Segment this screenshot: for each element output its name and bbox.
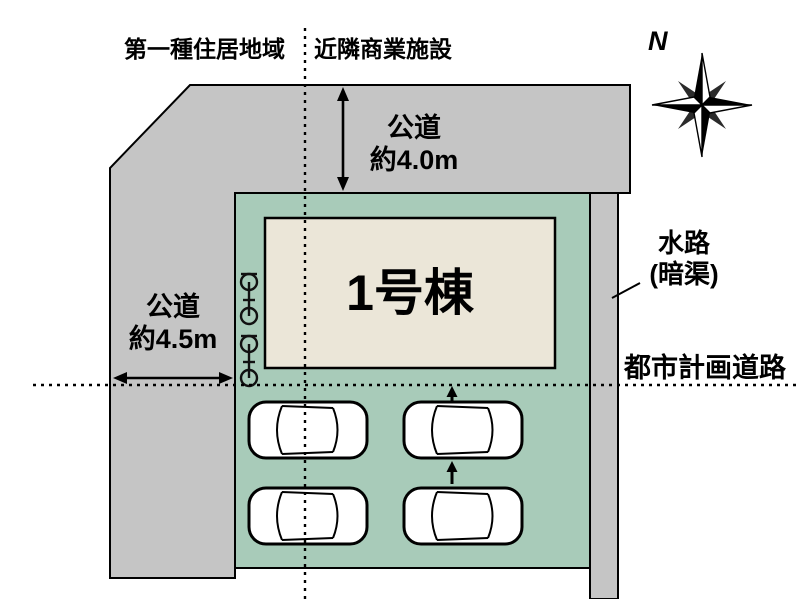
- road-left-width: 約4.5m: [128, 324, 218, 355]
- car-direction-arrow: [446, 386, 458, 401]
- zoning-left-label: 第一種住居地域: [124, 36, 285, 62]
- waterway-strip: [589, 192, 619, 599]
- car-icon: [402, 400, 524, 460]
- waterway-name: 水路: [657, 228, 710, 258]
- planned-road-label: 都市計画道路: [624, 353, 786, 383]
- road-width-arrow-vertical: [337, 87, 349, 191]
- compass-north-label: N: [648, 26, 668, 56]
- car-icon: [402, 486, 524, 546]
- car-icon: [247, 486, 369, 546]
- car-icon: [247, 400, 369, 460]
- waterway-note: (暗渠): [649, 259, 719, 290]
- road-left-label: 公道 約4.5m: [110, 291, 236, 356]
- road-width-arrow-horizontal: [113, 372, 233, 384]
- road-top-label: 公道 約4.0m: [350, 112, 478, 177]
- building-footprint: [263, 216, 557, 370]
- road-left-name: 公道: [146, 292, 200, 322]
- building-label: 1号棟: [346, 265, 474, 321]
- zoning-right-label: 近隣商業施設: [314, 36, 452, 62]
- road-top-name: 公道: [387, 113, 441, 143]
- car-direction-arrow: [446, 461, 458, 484]
- waterway-label: 水路 (暗渠): [636, 228, 732, 290]
- road-top-width: 約4.0m: [369, 145, 459, 176]
- compass-rose-icon: [651, 52, 753, 158]
- waterway-pointer-line: [611, 282, 641, 299]
